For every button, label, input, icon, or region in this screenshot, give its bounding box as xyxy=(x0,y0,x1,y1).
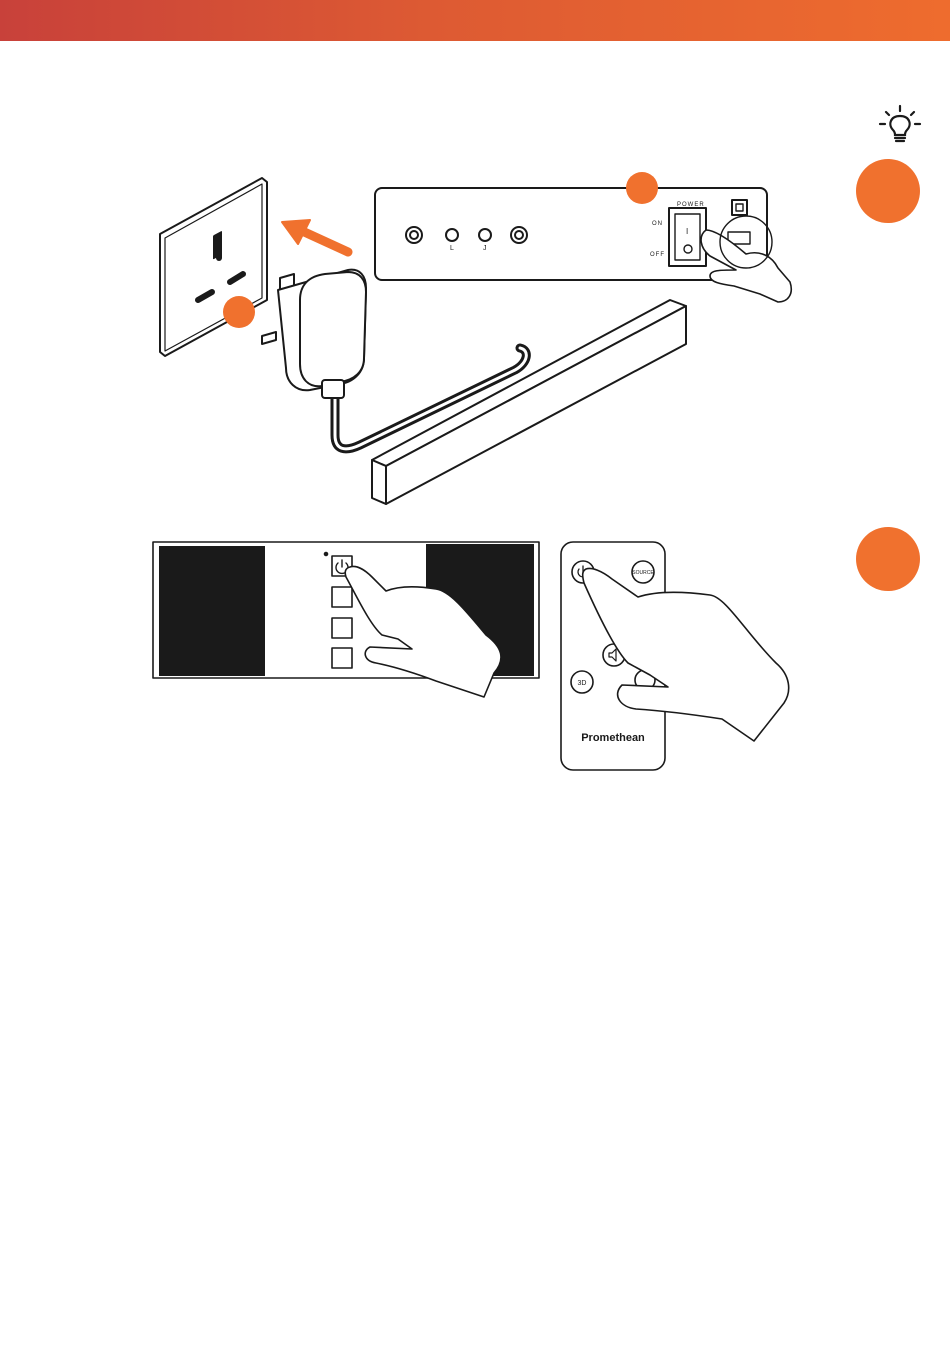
header-bar xyxy=(0,0,950,41)
switch-on-mark: I xyxy=(686,227,688,236)
soundbar xyxy=(372,300,686,504)
step-marker-2 xyxy=(856,527,920,591)
wall-socket xyxy=(160,178,267,356)
panel-button-3[interactable] xyxy=(332,618,352,638)
remote-3d-label: 3D xyxy=(578,680,587,687)
power-plug xyxy=(262,270,366,398)
remote-brand-logo: Promethean xyxy=(581,732,645,744)
jack-r-label: J xyxy=(483,245,487,252)
on-label: ON xyxy=(652,221,663,227)
panel-button-2[interactable] xyxy=(332,587,352,607)
jack-l-label: L xyxy=(450,245,454,252)
off-label: OFF xyxy=(650,252,665,258)
power-on-illustration: SOURCE 3D Promethean xyxy=(150,535,810,780)
insert-direction-arrow xyxy=(300,230,348,252)
power-connection-illustration: POWER ON OFF I L J xyxy=(150,160,810,510)
step-marker-1 xyxy=(856,159,920,223)
remote-source-label: SOURCE xyxy=(632,570,654,576)
power-label: POWER xyxy=(677,202,705,208)
lightbulb-icon xyxy=(878,104,922,148)
callout-dot-switch xyxy=(626,172,658,204)
callout-dot-socket xyxy=(223,296,255,328)
panel-button-4[interactable] xyxy=(332,648,352,668)
